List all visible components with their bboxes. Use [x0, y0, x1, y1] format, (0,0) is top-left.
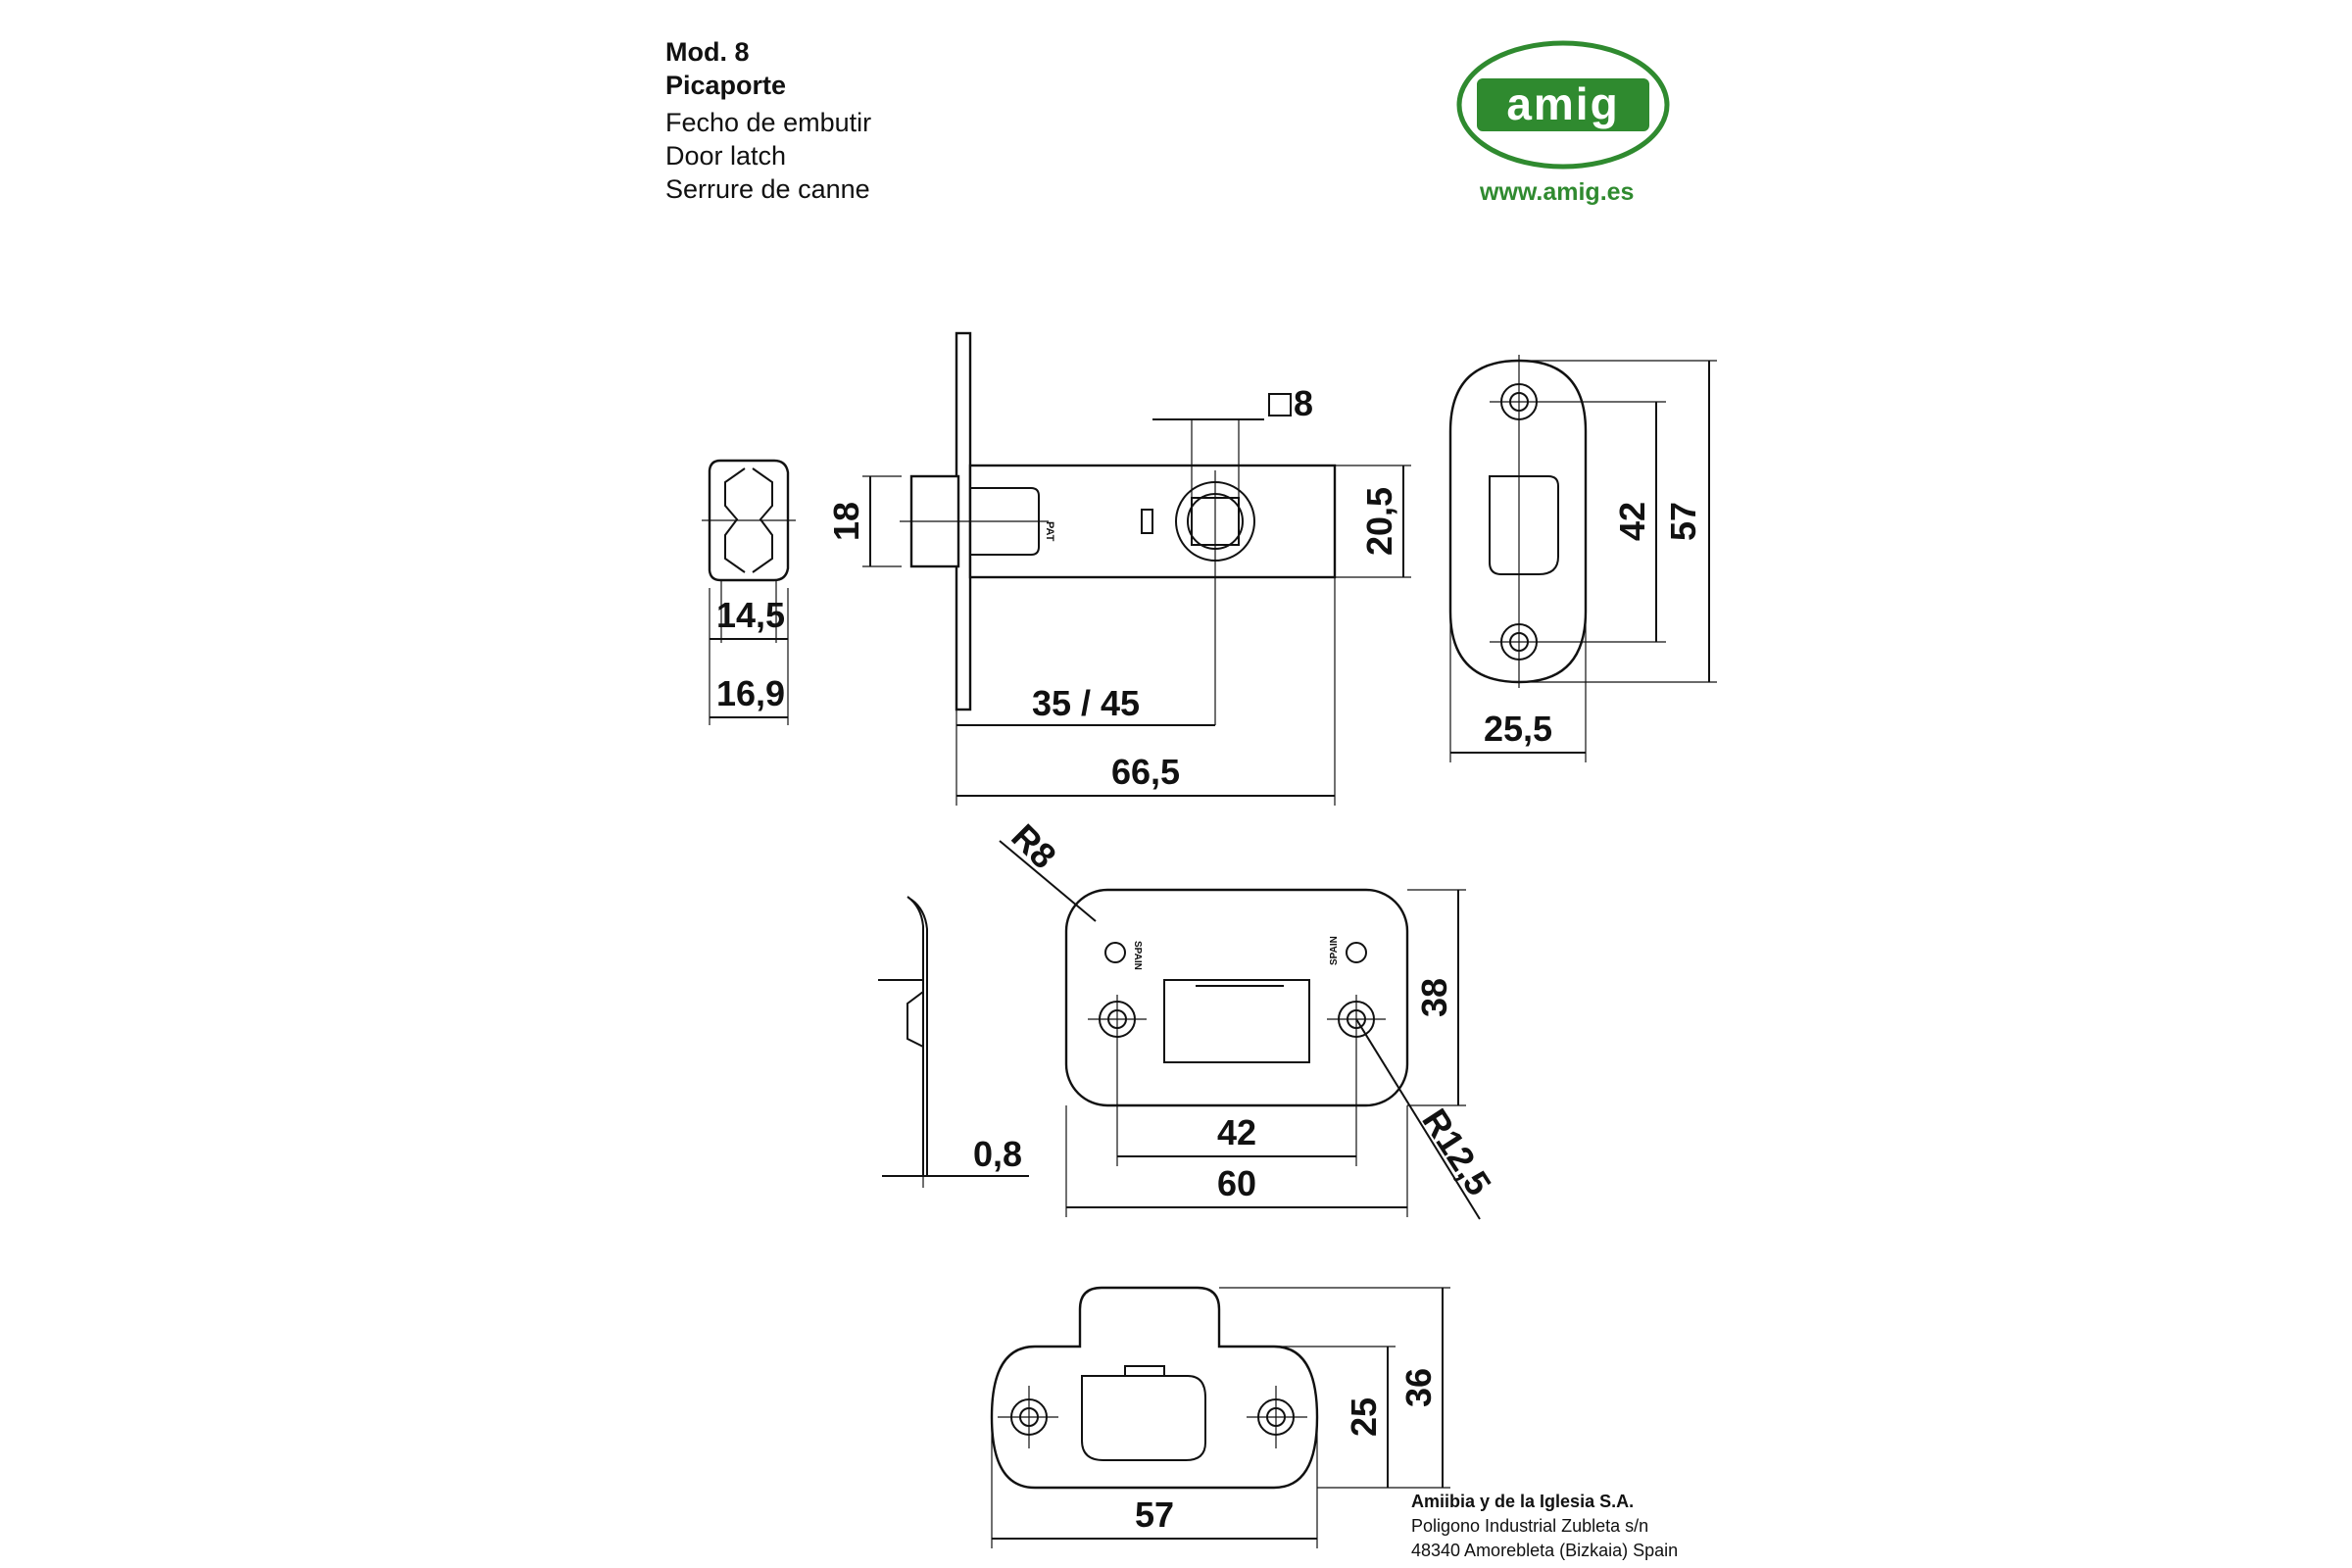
spain-label-left: SPAIN: [1132, 941, 1143, 970]
spain-label-right: SPAIN: [1329, 936, 1340, 965]
product-name: Picaporte: [665, 71, 787, 100]
company-name: Amiibia y de la Iglesia S.A.: [1411, 1492, 1635, 1511]
dim-60: 60: [1217, 1163, 1256, 1203]
dim-0-8: 0,8: [973, 1134, 1022, 1174]
dim-42-strike: 42: [1217, 1112, 1256, 1152]
amig-logo: amig: [1456, 40, 1670, 170]
product-name-french: Serrure de canne: [665, 174, 870, 204]
model-number: Mod. 8: [665, 37, 750, 67]
dim-25: 25: [1344, 1397, 1384, 1437]
dim-42-faceplate: 42: [1612, 502, 1652, 541]
website: www.amig.es: [1480, 178, 1635, 206]
faceplate-view: 42 57 25,5: [1448, 355, 1717, 762]
dim-18: 18: [826, 502, 866, 541]
latch-side-view: PAT 8 18 20,5 35 / 45 66,5: [826, 331, 1411, 806]
company-city: 48340 Amorebleta (Bizkaia) Spain: [1411, 1541, 1679, 1560]
dim-36: 36: [1398, 1368, 1439, 1407]
dim-25-5: 25,5: [1484, 709, 1552, 749]
dim-r8: R8: [1004, 816, 1064, 877]
dim-57-faceplate: 57: [1663, 502, 1703, 541]
strike-plate-view: SPAIN SPAIN R8 38 42 60 R12,5: [999, 816, 1499, 1220]
company-street: Poligono Industrial Zubleta s/n: [1411, 1516, 1649, 1536]
logo-text: amig: [1506, 78, 1619, 129]
dim-20-5: 20,5: [1359, 487, 1399, 556]
dim-38: 38: [1414, 978, 1454, 1017]
strike-side-view: 0,8: [878, 896, 1029, 1188]
box-strike-view: 25 36 57: [990, 1286, 1450, 1548]
product-name-spanish: Fecho de embutir: [665, 108, 872, 137]
dim-14-5: 14,5: [716, 595, 785, 635]
dim-57-box-strike: 57: [1135, 1494, 1174, 1535]
latch-front-view: 14,5 16,9: [702, 459, 796, 725]
dim-35-45: 35 / 45: [1032, 683, 1140, 723]
pat-label: PAT: [1044, 521, 1055, 542]
dim-66-5: 66,5: [1111, 752, 1180, 792]
dim-8: 8: [1294, 383, 1313, 423]
dim-16-9: 16,9: [716, 673, 785, 713]
product-name-english: Door latch: [665, 141, 787, 171]
dim-r12-5: R12,5: [1414, 1102, 1499, 1202]
